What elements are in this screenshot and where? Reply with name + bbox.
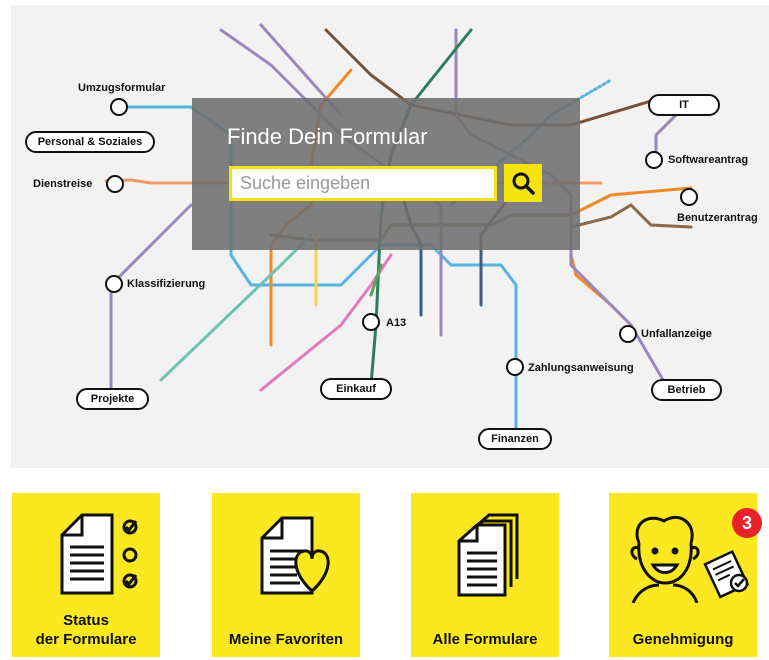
search-icon [512, 172, 535, 195]
station-benutzerantrag[interactable] [680, 188, 698, 206]
tile-genehmigung[interactable]: 3 Genehmigung [609, 493, 762, 657]
approver-person-icon [630, 515, 750, 603]
station-unfallanzeige[interactable] [619, 325, 637, 343]
tile-label-favoriten: Meine Favoriten [228, 631, 344, 648]
category-personal-soziales[interactable]: Personal & Soziales [25, 131, 155, 153]
station-label-a13: A13 [386, 317, 407, 329]
tile-label-alle: Alle Formulare [432, 631, 538, 648]
station-klassifizierung[interactable] [105, 275, 123, 293]
station-label-klassifizierung: Klassifizierung [127, 278, 206, 290]
station-zahlungsanweisung[interactable] [506, 358, 524, 376]
station-softwareantrag[interactable] [645, 151, 663, 169]
tile-meine-favoriten[interactable]: Meine Favoriten [212, 493, 360, 657]
category-projekte[interactable]: Projekte [76, 388, 149, 410]
metro-map: Personal & Soziales IT Projekte Einkauf … [11, 5, 769, 468]
notification-badge: 3 [732, 508, 762, 538]
station-dienstreise[interactable] [106, 175, 124, 193]
search-title: Finde Dein Formular [227, 124, 428, 149]
search-panel: Finde Dein Formular [192, 98, 580, 250]
stacked-forms-icon [457, 513, 519, 597]
category-betrieb[interactable]: Betrieb [651, 379, 722, 401]
category-einkauf[interactable]: Einkauf [320, 378, 392, 400]
category-it[interactable]: IT [648, 94, 720, 116]
category-finanzen[interactable]: Finanzen [478, 428, 552, 450]
station-label-dienstreise: Dienstreise [33, 178, 93, 190]
station-umzugsformular[interactable] [110, 98, 128, 116]
form-heart-icon [260, 516, 330, 595]
station-label-zahlungsanweisung: Zahlungsanweisung [528, 362, 634, 374]
station-label-unfallanzeige: Unfallanzeige [641, 328, 712, 340]
form-checklist-icon [60, 513, 138, 595]
search-input[interactable] [229, 166, 497, 201]
station-label-benutzerantrag: Benutzerantrag [677, 212, 758, 224]
tile-alle-formulare[interactable]: Alle Formulare [411, 493, 559, 657]
search-button[interactable] [504, 164, 542, 202]
tile-label-genehmigung: Genehmigung [632, 631, 734, 648]
station-label-umzugsformular: Umzugsformular [78, 82, 166, 94]
station-a13[interactable] [362, 313, 380, 331]
station-label-softwareantrag: Softwareantrag [668, 154, 749, 166]
